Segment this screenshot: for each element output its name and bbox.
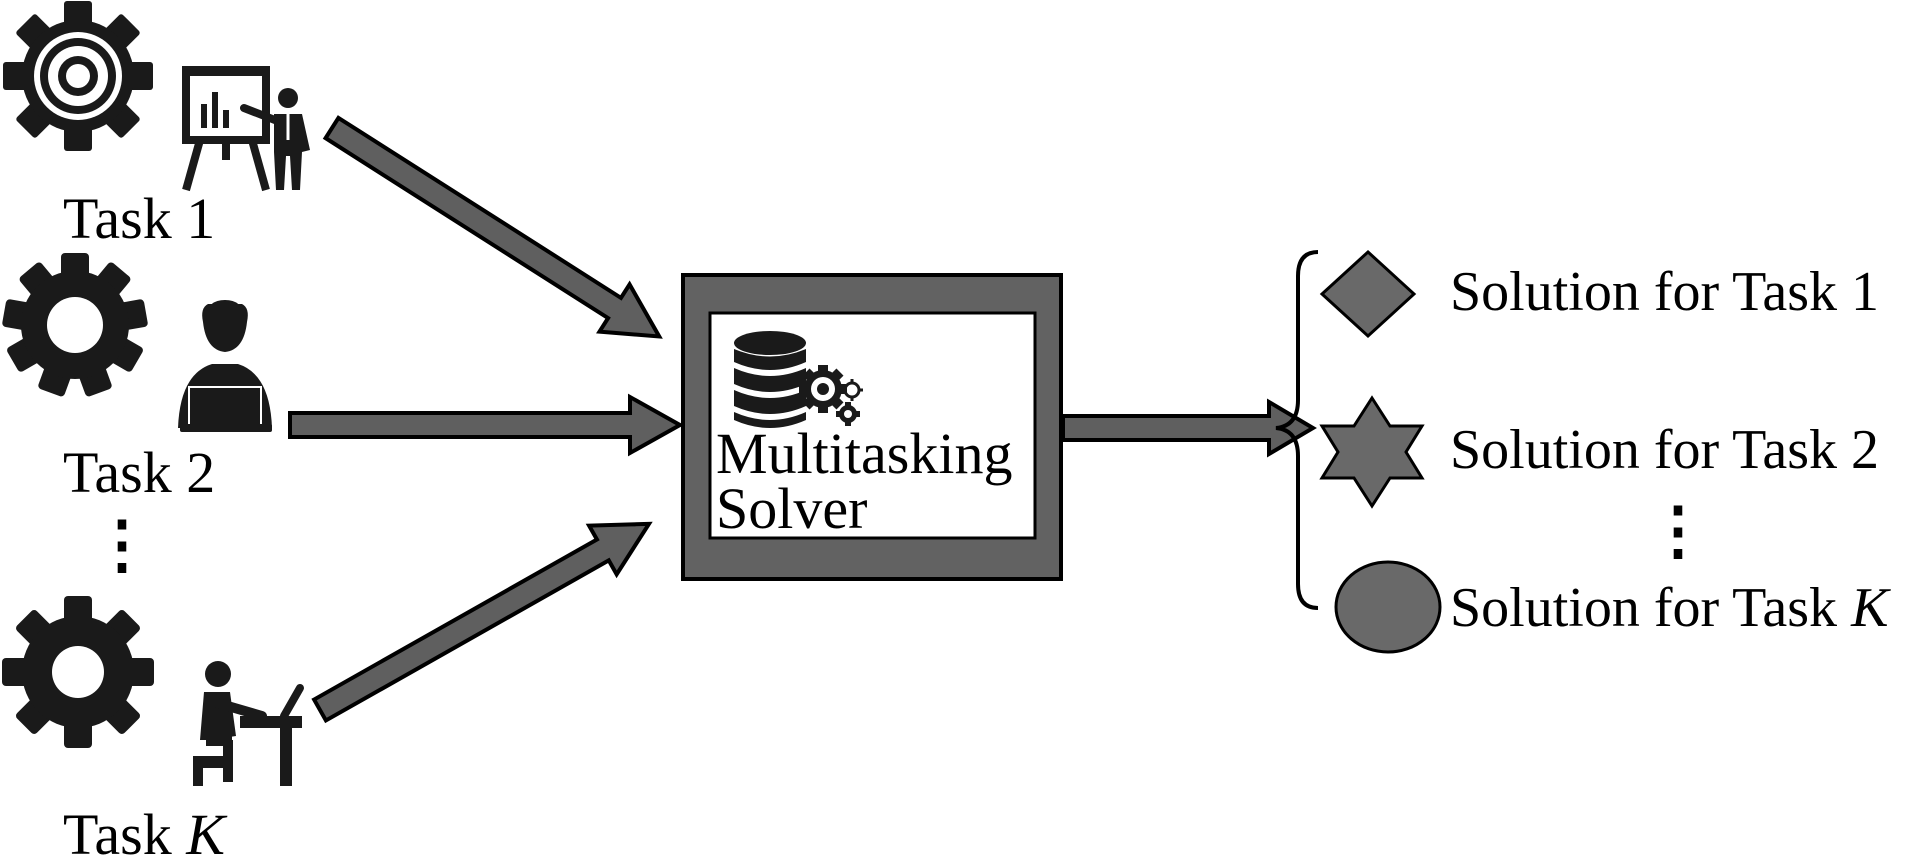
person-desk-icon [193,661,304,786]
solver-box: Multitasking Solver [681,273,1063,581]
task-2-label: Task 2 [63,440,215,505]
gear-solid-icon [2,596,154,748]
solver-label-line2: Solver [716,476,867,541]
arrow-task-2-to-solver [288,393,685,457]
solutions-list: Solution for Task 1 Solution for Task 2 … [1319,249,1891,654]
solution-1-label: Solution for Task 1 [1450,261,1879,323]
arrow-solver-to-solutions [1061,398,1317,458]
solution-2-label: Solution for Task 2 [1450,419,1879,481]
task-k-group: Task K [2,596,304,865]
presenter-icon [182,66,310,192]
gear-outline-icon [3,1,153,151]
solver-label-line1: Multitasking [716,421,1012,486]
ellipse-marker [1334,560,1442,654]
person-laptop-icon [178,300,272,432]
task-1-label: Task 1 [63,186,215,251]
solution-2: Solution for Task 2 [1319,395,1879,509]
arrow-task-k-to-solver [311,521,653,724]
solutions-ellipsis: ⋮ [1646,495,1710,566]
task-1-group: Task 1 [3,1,310,251]
task-k-label: Task K [63,802,228,865]
diamond-marker [1319,249,1417,339]
tasks-ellipsis: ⋮ [90,509,154,580]
solution-1: Solution for Task 1 [1319,249,1879,339]
solutions-brace [1275,250,1319,610]
input-arrows [288,115,685,724]
task-2-group: Task 2 [2,253,272,505]
solution-k-label: Solution for Task K [1450,577,1891,639]
hexagram-marker [1319,395,1425,509]
solution-k: Solution for Task K [1334,560,1891,654]
arrow-task-1-to-solver [322,115,663,339]
gear-solid-icon [2,253,148,397]
database-gears-icon [734,331,863,428]
